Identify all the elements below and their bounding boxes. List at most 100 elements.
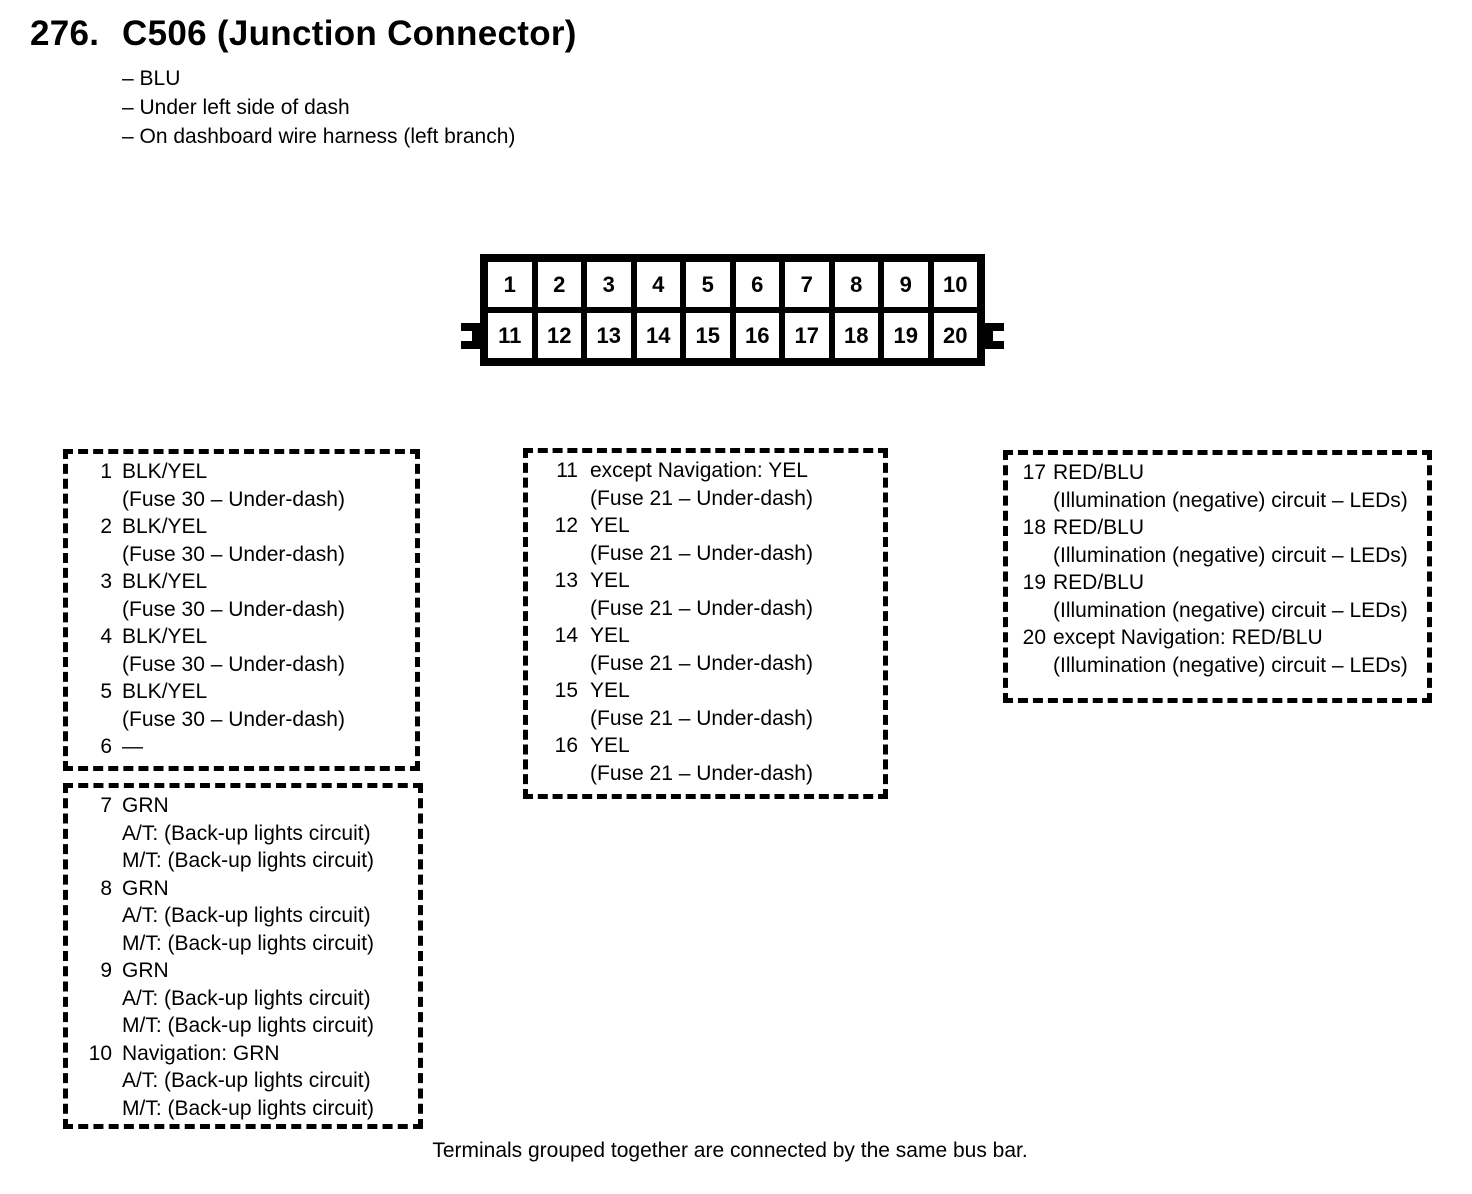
pin-line: 18 RED/BLU (1008, 514, 1427, 542)
footer-note: Terminals grouped together are connected… (432, 1139, 1028, 1162)
pin-line: (Fuse 30 – Under-dash) (68, 486, 415, 514)
pin-text: BLK/YEL (122, 680, 208, 703)
pin-text: A/T: (Back-up lights circuit) (122, 821, 371, 845)
pin-line: A/T: (Back-up lights circuit) (68, 1067, 418, 1095)
pin-line: 3 BLK/YEL (68, 568, 415, 596)
pin-number (68, 930, 112, 958)
pin-number: 18 (1022, 516, 1046, 539)
pin-number (68, 847, 112, 875)
pin-text: (Fuse 30 – Under-dash) (122, 597, 345, 621)
pin-number: 13 (554, 569, 578, 592)
pin-group-1-6: 1 BLK/YEL (Fuse 30 – Under-dash) 2 BLK/Y… (63, 449, 420, 771)
pin-text: M/T: (Back-up lights circuit) (122, 849, 375, 872)
pin-number: 14 (554, 624, 578, 647)
pin-number (528, 485, 578, 513)
connector-pin-cell: 9 (884, 262, 928, 307)
pin-number: 5 (100, 680, 112, 703)
pin-text: BLK/YEL (122, 570, 208, 593)
pin-number (68, 486, 112, 514)
pin-line: 11 except Navigation: YEL (528, 457, 883, 485)
pin-line: (Fuse 21 – Under-dash) (528, 650, 883, 678)
pin-line: M/T: (Back-up lights circuit) (68, 1095, 418, 1123)
pin-text: (Fuse 30 – Under-dash) (122, 707, 345, 731)
pin-number: 8 (100, 876, 112, 900)
connector-pin-cell: 15 (686, 313, 730, 358)
pin-line: 5 BLK/YEL (68, 678, 415, 706)
pin-text: A/T: (Back-up lights circuit) (122, 904, 371, 927)
pin-line: 17 RED/BLU (1008, 459, 1427, 487)
pin-group-11-16: 11 except Navigation: YEL (Fuse 21 – Und… (523, 448, 888, 799)
pin-text: (Fuse 21 – Under-dash) (590, 706, 813, 730)
pin-text: YEL (590, 624, 630, 647)
pin-number (68, 902, 112, 930)
pin-text: (Fuse 30 – Under-dash) (122, 652, 345, 676)
pin-text: Navigation: GRN (122, 1041, 280, 1065)
pin-text: (Fuse 21 – Under-dash) (590, 596, 813, 620)
pin-line: 6 — (68, 733, 415, 761)
pin-number (1008, 652, 1046, 680)
pin-line: 2 BLK/YEL (68, 513, 415, 541)
pin-text: RED/BLU (1053, 571, 1145, 594)
pin-text: YEL (590, 679, 630, 702)
pin-number (528, 650, 578, 678)
pin-text: GRN (122, 959, 169, 982)
pin-line: (Illumination (negative) circuit – LEDs) (1008, 597, 1427, 625)
connector-row-bottom: 11 12 13 14 15 16 17 18 19 20 (488, 313, 977, 358)
pin-text: — (122, 735, 143, 758)
pin-number (68, 1012, 112, 1040)
pin-text: M/T: (Back-up lights circuit) (122, 1014, 375, 1037)
pin-text: YEL (590, 569, 630, 592)
pin-text: M/T: (Back-up lights circuit) (122, 1096, 375, 1120)
pin-line: 15 YEL (528, 677, 883, 705)
pin-line: M/T: (Back-up lights circuit) (68, 847, 418, 875)
pin-number (1008, 542, 1046, 570)
pin-number (528, 705, 578, 733)
pin-text: BLK/YEL (122, 460, 208, 483)
pin-line: (Fuse 30 – Under-dash) (68, 651, 415, 679)
connector-pin-cell: 17 (785, 313, 829, 358)
pin-text: except Navigation: YEL (590, 459, 808, 482)
pin-group-17-20: 17 RED/BLU (Illumination (negative) circ… (1003, 450, 1432, 703)
detail-line: – On dashboard wire harness (left branch… (122, 125, 516, 148)
connector-pin-cell: 19 (884, 313, 928, 358)
pin-line: (Illumination (negative) circuit – LEDs) (1008, 652, 1427, 680)
pin-number (68, 541, 112, 569)
connector-pin-cell: 10 (933, 262, 977, 307)
pin-text: (Fuse 21 – Under-dash) (590, 486, 813, 510)
pin-number: 16 (554, 734, 578, 757)
pin-number (68, 706, 112, 734)
pin-number: 10 (88, 1041, 112, 1065)
pin-number: 12 (554, 514, 578, 537)
right-latch-notch (993, 331, 1004, 341)
connector-body: 1 2 3 4 5 6 7 8 9 10 (480, 254, 985, 366)
pin-number: 1 (100, 460, 112, 483)
pin-text: BLK/YEL (122, 625, 208, 648)
pin-line: 10 Navigation: GRN (68, 1040, 418, 1068)
pin-text: (Fuse 21 – Under-dash) (590, 761, 813, 785)
pin-number (528, 595, 578, 623)
connector-pin-cell: 12 (537, 313, 581, 358)
pin-number: 17 (1022, 461, 1046, 484)
pin-line: 14 YEL (528, 622, 883, 650)
pin-number (68, 820, 112, 848)
pin-line: 19 RED/BLU (1008, 569, 1427, 597)
pin-text: GRN (122, 794, 169, 817)
pin-line: 4 BLK/YEL (68, 623, 415, 651)
connector-pin-cell: 20 (933, 313, 977, 358)
pin-group-7-10: 7 GRN A/T: (Back-up lights circuit) M/T:… (63, 783, 423, 1129)
pin-text: except Navigation: RED/BLU (1053, 626, 1323, 649)
pin-line: 8 GRN (68, 875, 418, 903)
detail-line: – BLU (122, 67, 181, 90)
pin-text: A/T: (Back-up lights circuit) (122, 1069, 371, 1092)
connector-pin-cell: 16 (735, 313, 779, 358)
pin-text: RED/BLU (1053, 516, 1145, 539)
pin-text: GRN (122, 876, 169, 900)
pin-number (68, 651, 112, 679)
pin-number: 3 (100, 570, 112, 593)
connector-pin-cell: 13 (587, 313, 631, 358)
pin-number: 7 (100, 794, 112, 817)
connector-pin-cell: 8 (834, 262, 878, 307)
pin-text: A/T: (Back-up lights circuit) (122, 986, 371, 1010)
pin-line: (Fuse 30 – Under-dash) (68, 706, 415, 734)
pin-line: 20 except Navigation: RED/BLU (1008, 624, 1427, 652)
